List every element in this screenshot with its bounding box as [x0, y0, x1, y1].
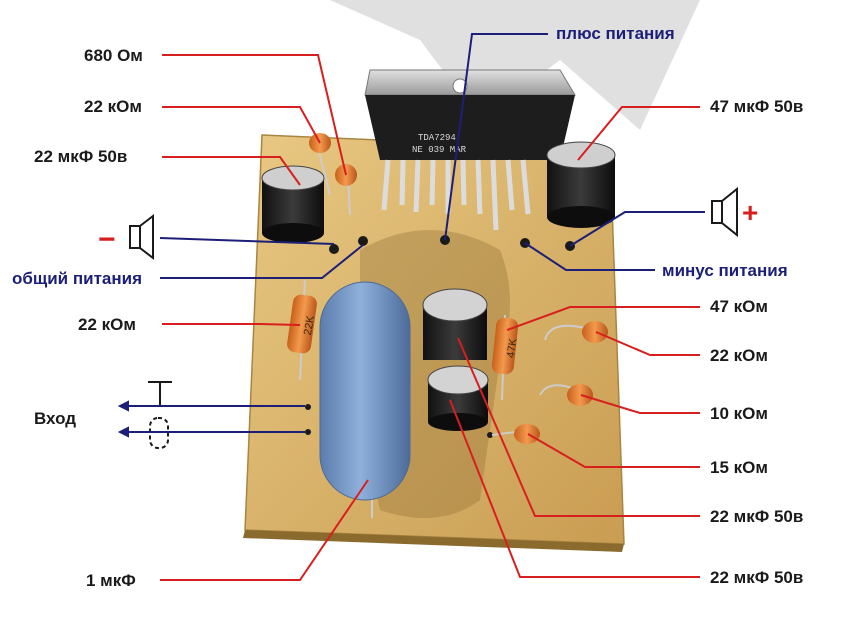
resistor-22k-left: 22K	[287, 279, 317, 381]
chip-marking-2: NE 039 MAR	[412, 145, 467, 155]
resistor-15k	[491, 424, 540, 444]
leader-lines-red	[160, 54, 700, 581]
minus-sign-icon: −	[98, 223, 116, 256]
background-shadow	[330, 0, 700, 130]
label-minus-power: минус питания	[662, 261, 788, 280]
capacitor-22uf-mid	[422, 288, 488, 360]
label-10k: 10 кОм	[710, 404, 768, 423]
label-47uf-top: 47 мкФ 50в	[710, 97, 803, 116]
label-22uf-mid: 22 мкФ 50в	[710, 507, 803, 526]
input-shield-icon	[148, 381, 172, 449]
capacitor-22uf-top	[261, 165, 325, 243]
resistor-22k-right	[544, 321, 608, 343]
speaker-right-icon	[711, 186, 738, 238]
label-22k-right: 22 кОм	[710, 346, 768, 365]
label-input: Вход	[34, 409, 76, 428]
label-22k-top: 22 кОм	[84, 97, 142, 116]
speaker-left-icon	[129, 213, 154, 261]
label-680-ohm: 680 Ом	[84, 46, 143, 65]
label-22uf-top: 22 мкФ 50в	[34, 147, 127, 166]
resistor-marking-22k: 22K	[302, 314, 317, 336]
plus-sign-icon: +	[742, 197, 758, 228]
tda7294-chip: TDA7294 NE 039 MAR	[364, 69, 576, 231]
chip-marking-1: TDA7294	[418, 133, 456, 143]
capacitor-1uf	[319, 281, 411, 518]
label-47k: 47 кОм	[710, 297, 768, 316]
leader-lines-blue	[117, 33, 705, 438]
label-22k-left: 22 кОм	[78, 315, 136, 334]
resistor-marking-47k: 47K	[505, 337, 520, 359]
label-15k: 15 кОм	[710, 458, 768, 477]
resistor-10k	[539, 384, 593, 406]
label-common-power: общий питания	[12, 269, 142, 288]
label-22uf-bot: 22 мкФ 50в	[710, 568, 803, 587]
resistor-47k: 47K	[491, 314, 520, 401]
label-1uf: 1 мкФ	[86, 571, 136, 590]
label-plus-power: плюс питания	[556, 24, 675, 43]
